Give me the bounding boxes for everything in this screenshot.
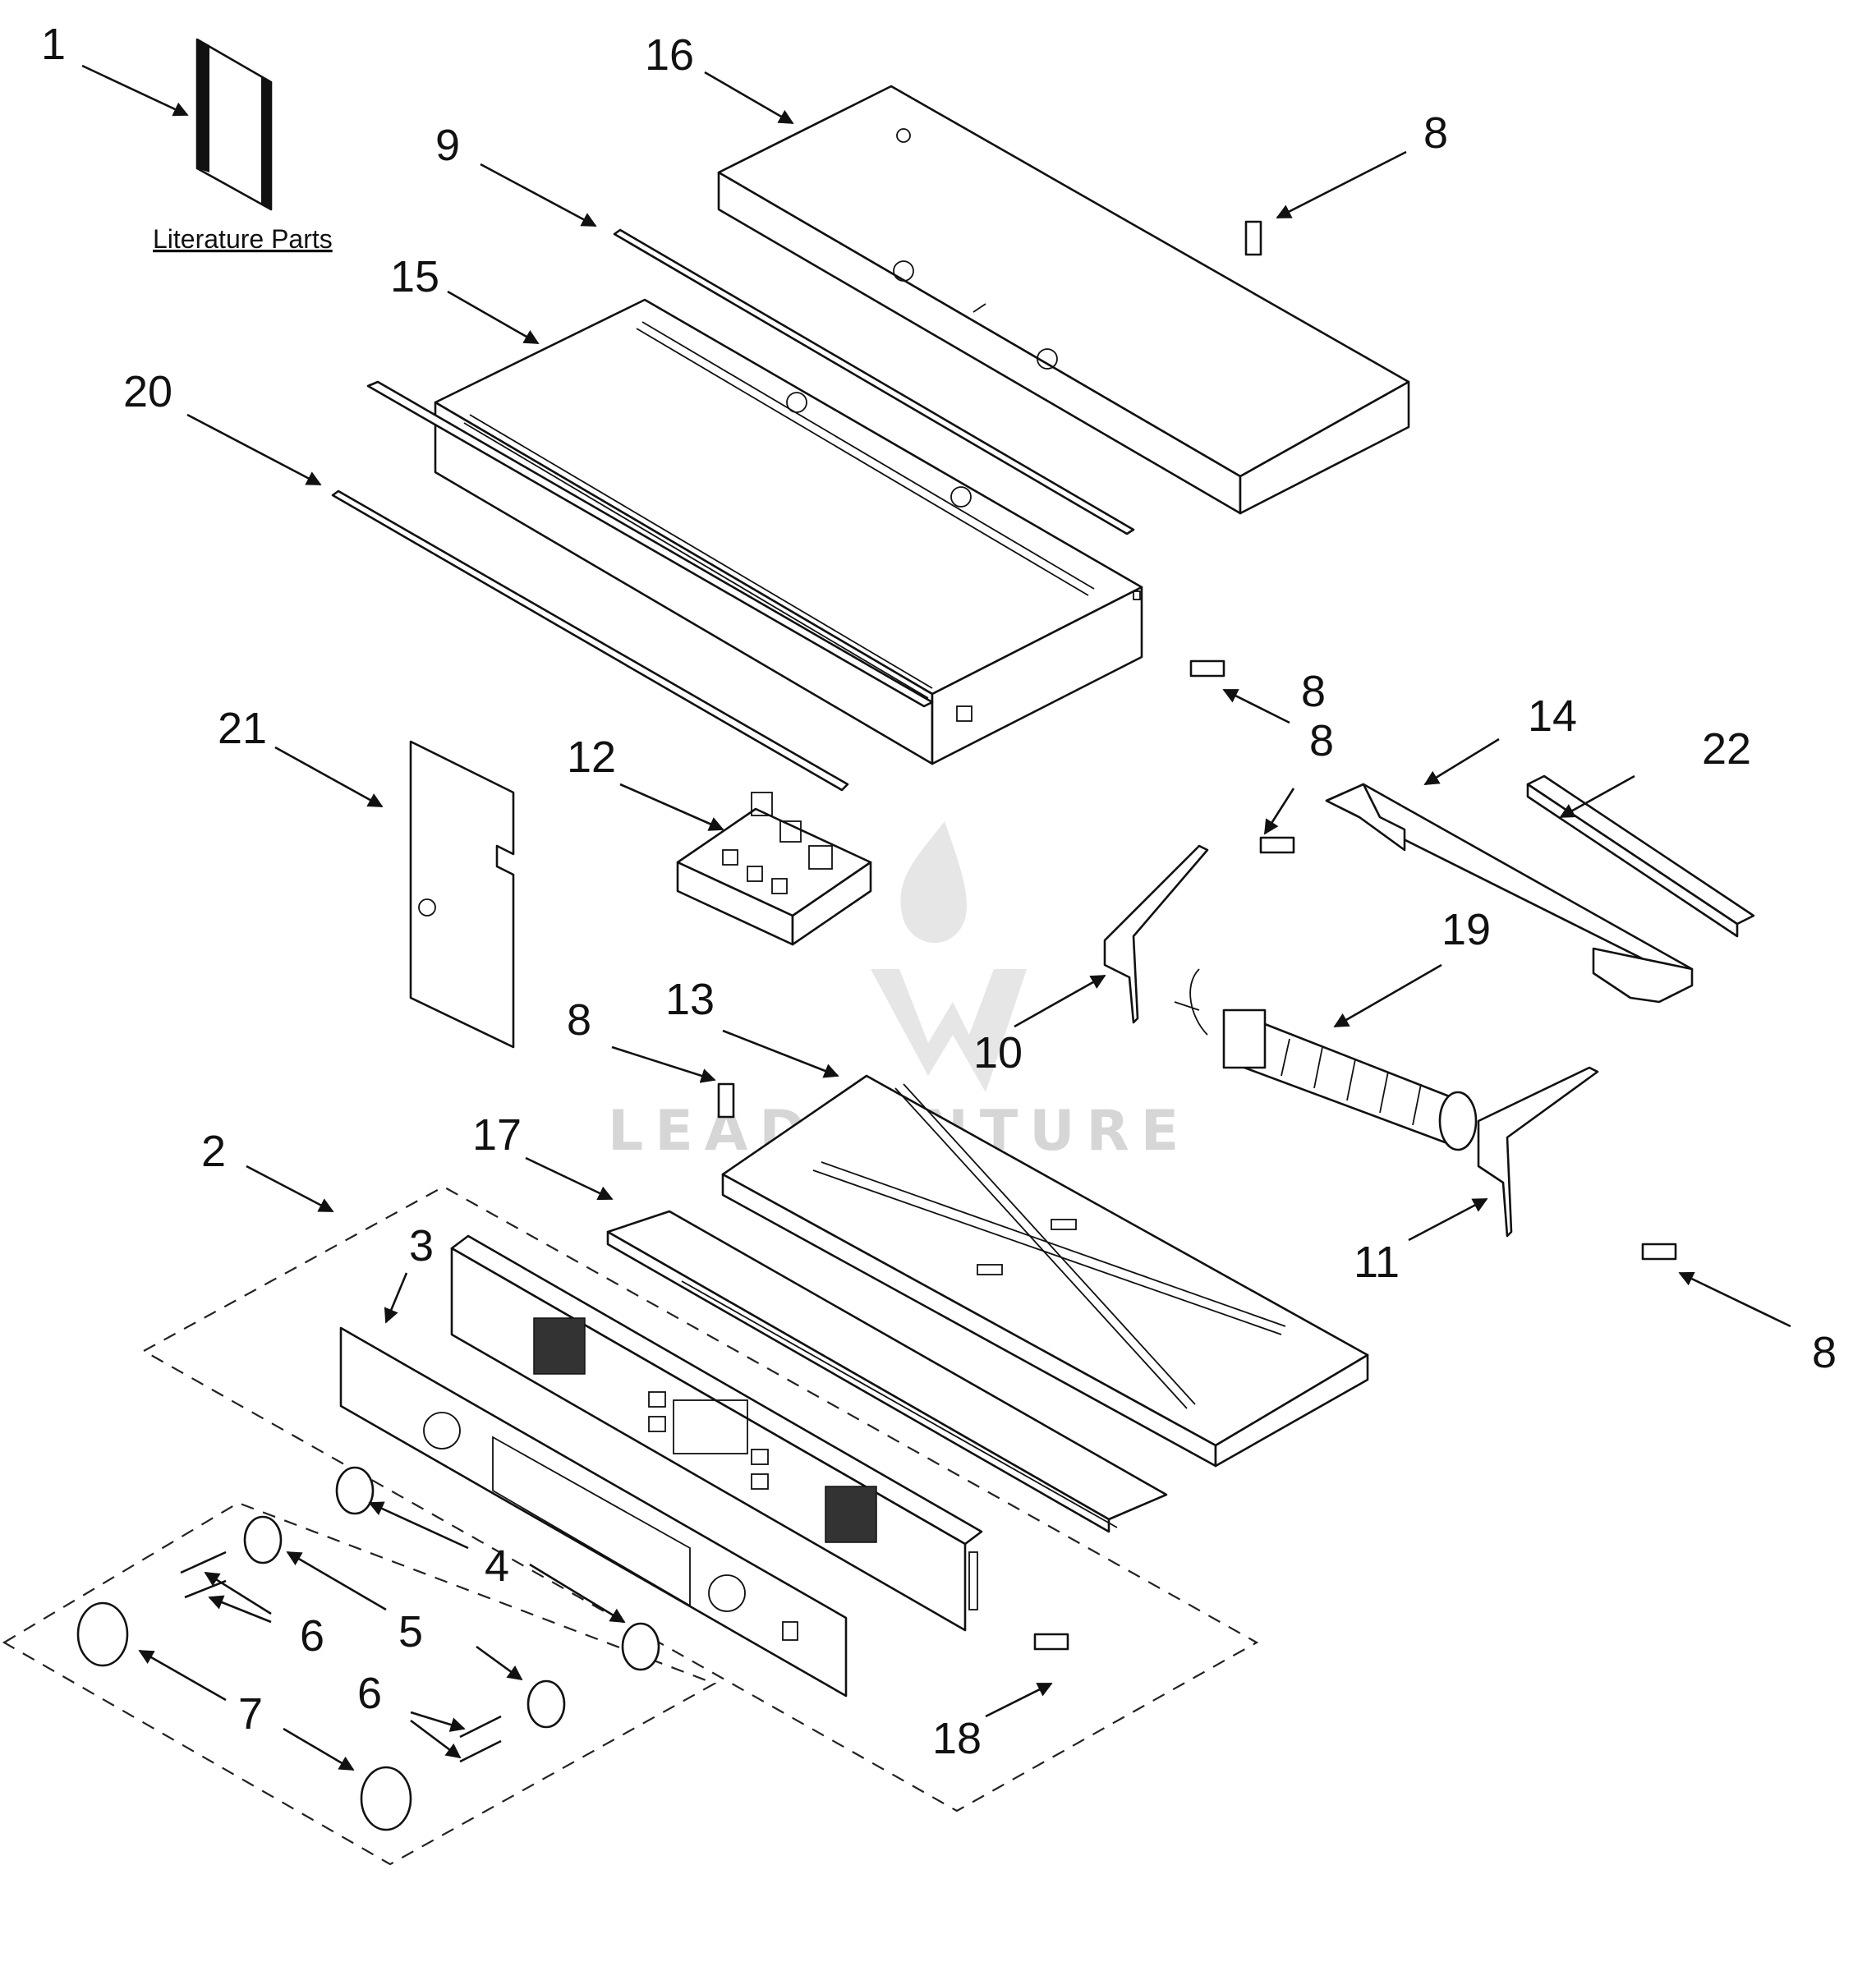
literature-booklet: Literature Parts xyxy=(153,38,333,254)
bracket-10 xyxy=(1103,844,1209,1024)
callout-17: 17 xyxy=(472,1110,522,1160)
seal-strip-20 xyxy=(331,489,849,792)
callout-4: 4 xyxy=(485,1541,509,1591)
control-housing xyxy=(366,298,1143,765)
callout-13: 13 xyxy=(665,975,715,1024)
seal-strip-9 xyxy=(613,228,1135,535)
callout-8a: 8 xyxy=(1423,108,1448,158)
callout-8c: 8 xyxy=(1812,1328,1837,1377)
callout-6a: 6 xyxy=(300,1611,324,1661)
leader-arrows xyxy=(81,64,1791,1771)
callout-21: 21 xyxy=(218,704,267,753)
insulation-panel xyxy=(409,740,515,1049)
callout-9: 9 xyxy=(435,121,460,170)
callout-8b: 8 xyxy=(1309,716,1334,765)
callout-22: 22 xyxy=(1702,724,1751,774)
callout-1: 1 xyxy=(41,20,66,69)
knob-shafts-5 xyxy=(243,1515,566,1729)
knobs-7 xyxy=(76,1601,412,1831)
bottom-plate xyxy=(721,1074,1369,1468)
bracket-14 xyxy=(1325,783,1694,1004)
knob-rings-4 xyxy=(335,1466,660,1671)
screw-18 xyxy=(1033,1633,1069,1651)
console-panel xyxy=(450,1234,983,1632)
screws-8 xyxy=(717,220,1677,1261)
console-assembly-outline xyxy=(141,1185,1259,1812)
callout-3: 3 xyxy=(409,1221,434,1270)
air-deflector xyxy=(606,1210,1168,1533)
blower-motor xyxy=(1174,968,1478,1151)
control-board xyxy=(676,792,872,946)
callout-11: 11 xyxy=(1354,1238,1400,1287)
callout-14: 14 xyxy=(1528,691,1577,741)
callout-6b: 6 xyxy=(357,1669,382,1718)
callout-10: 10 xyxy=(973,1028,1023,1077)
literature-label: Literature Parts xyxy=(153,224,333,254)
callout-12: 12 xyxy=(567,733,616,782)
callout-15: 15 xyxy=(390,252,439,301)
glass-panel xyxy=(339,1326,848,1698)
knob-assembly-outline xyxy=(2,1501,717,1866)
callout-18: 18 xyxy=(932,1714,982,1763)
callout-8e: 8 xyxy=(1301,667,1326,716)
top-cover xyxy=(717,85,1410,515)
callout-8d: 8 xyxy=(567,995,591,1045)
seal-block-22 xyxy=(1526,774,1755,938)
callout-20: 20 xyxy=(123,367,172,416)
callout-19: 19 xyxy=(1441,905,1491,954)
callout-16: 16 xyxy=(645,30,694,80)
callout-7: 7 xyxy=(238,1689,263,1739)
bracket-11 xyxy=(1477,1066,1599,1238)
callouts: 1 2 3 4 5 6 6 7 8 8 8 8 8 9 10 11 12 13 … xyxy=(41,20,1837,1763)
callout-5: 5 xyxy=(398,1607,423,1656)
callout-2: 2 xyxy=(201,1127,226,1176)
